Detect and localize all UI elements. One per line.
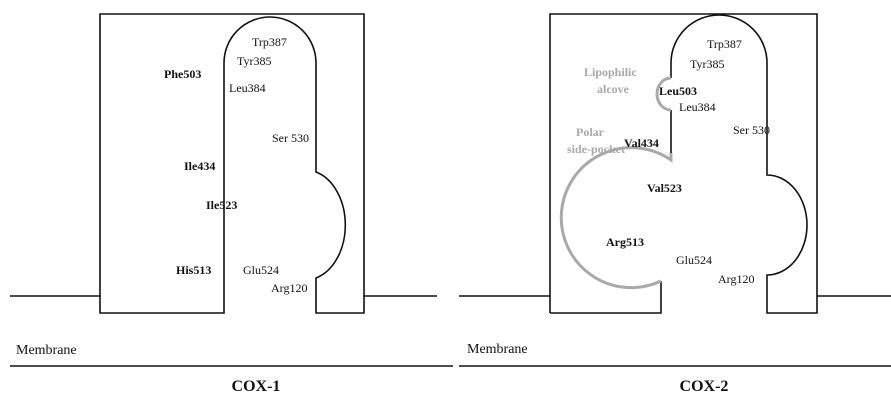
cox2-panel: Lipophilic alcove Polar side-pocket Trp3… (459, 14, 891, 395)
cox2-protein-outline (550, 14, 817, 313)
polar-side-pocket-label-line2: side-pocket (567, 142, 625, 156)
cox2-residue-leu503: Leu503 (659, 84, 697, 98)
cox1-protein-outline (100, 14, 364, 313)
cox1-title: COX-1 (232, 378, 281, 395)
cox2-residue-trp387: Trp387 (707, 37, 742, 51)
cox1-residue-ile523: Ile523 (206, 198, 237, 212)
lipophilic-alcove-label-line1: Lipophilic (584, 65, 637, 79)
cox1-residue-leu384: Leu384 (229, 81, 266, 95)
cox1-residue-his513: His513 (176, 263, 211, 277)
polar-side-pocket-outline (561, 148, 671, 288)
cox1-residue-phe503: Phe503 (164, 67, 201, 81)
polar-side-pocket-label-line1: Polar (576, 125, 605, 139)
cox1-residue-ser530: Ser 530 (272, 131, 309, 145)
cox2-residue-ser530: Ser 530 (733, 123, 770, 137)
cox2-residue-tyr385: Tyr385 (690, 57, 725, 71)
lipophilic-alcove-label-line2: alcove (597, 82, 630, 96)
cox1-residue-trp387: Trp387 (252, 35, 287, 49)
cox2-residue-val434: Val434 (624, 136, 659, 150)
cox1-residue-glu524: Glu524 (243, 263, 279, 277)
cox1-residue-ile434: Ile434 (184, 159, 215, 173)
cox1-residue-tyr385: Tyr385 (237, 54, 272, 68)
cox2-membrane-label: Membrane (467, 342, 528, 357)
cox2-residue-val523: Val523 (647, 181, 682, 195)
cox1-residue-arg120: Arg120 (271, 281, 307, 295)
cox2-residue-arg513: Arg513 (606, 235, 644, 249)
cox2-residue-glu524: Glu524 (676, 253, 712, 267)
cox2-title: COX-2 (680, 378, 729, 395)
cox1-membrane-label: Membrane (16, 343, 77, 358)
cox2-residue-arg120: Arg120 (718, 272, 754, 286)
cox1-panel: Trp387 Tyr385 Phe503 Leu384 Ser 530 Ile4… (10, 14, 453, 395)
cox2-residue-leu384: Leu384 (679, 100, 716, 114)
